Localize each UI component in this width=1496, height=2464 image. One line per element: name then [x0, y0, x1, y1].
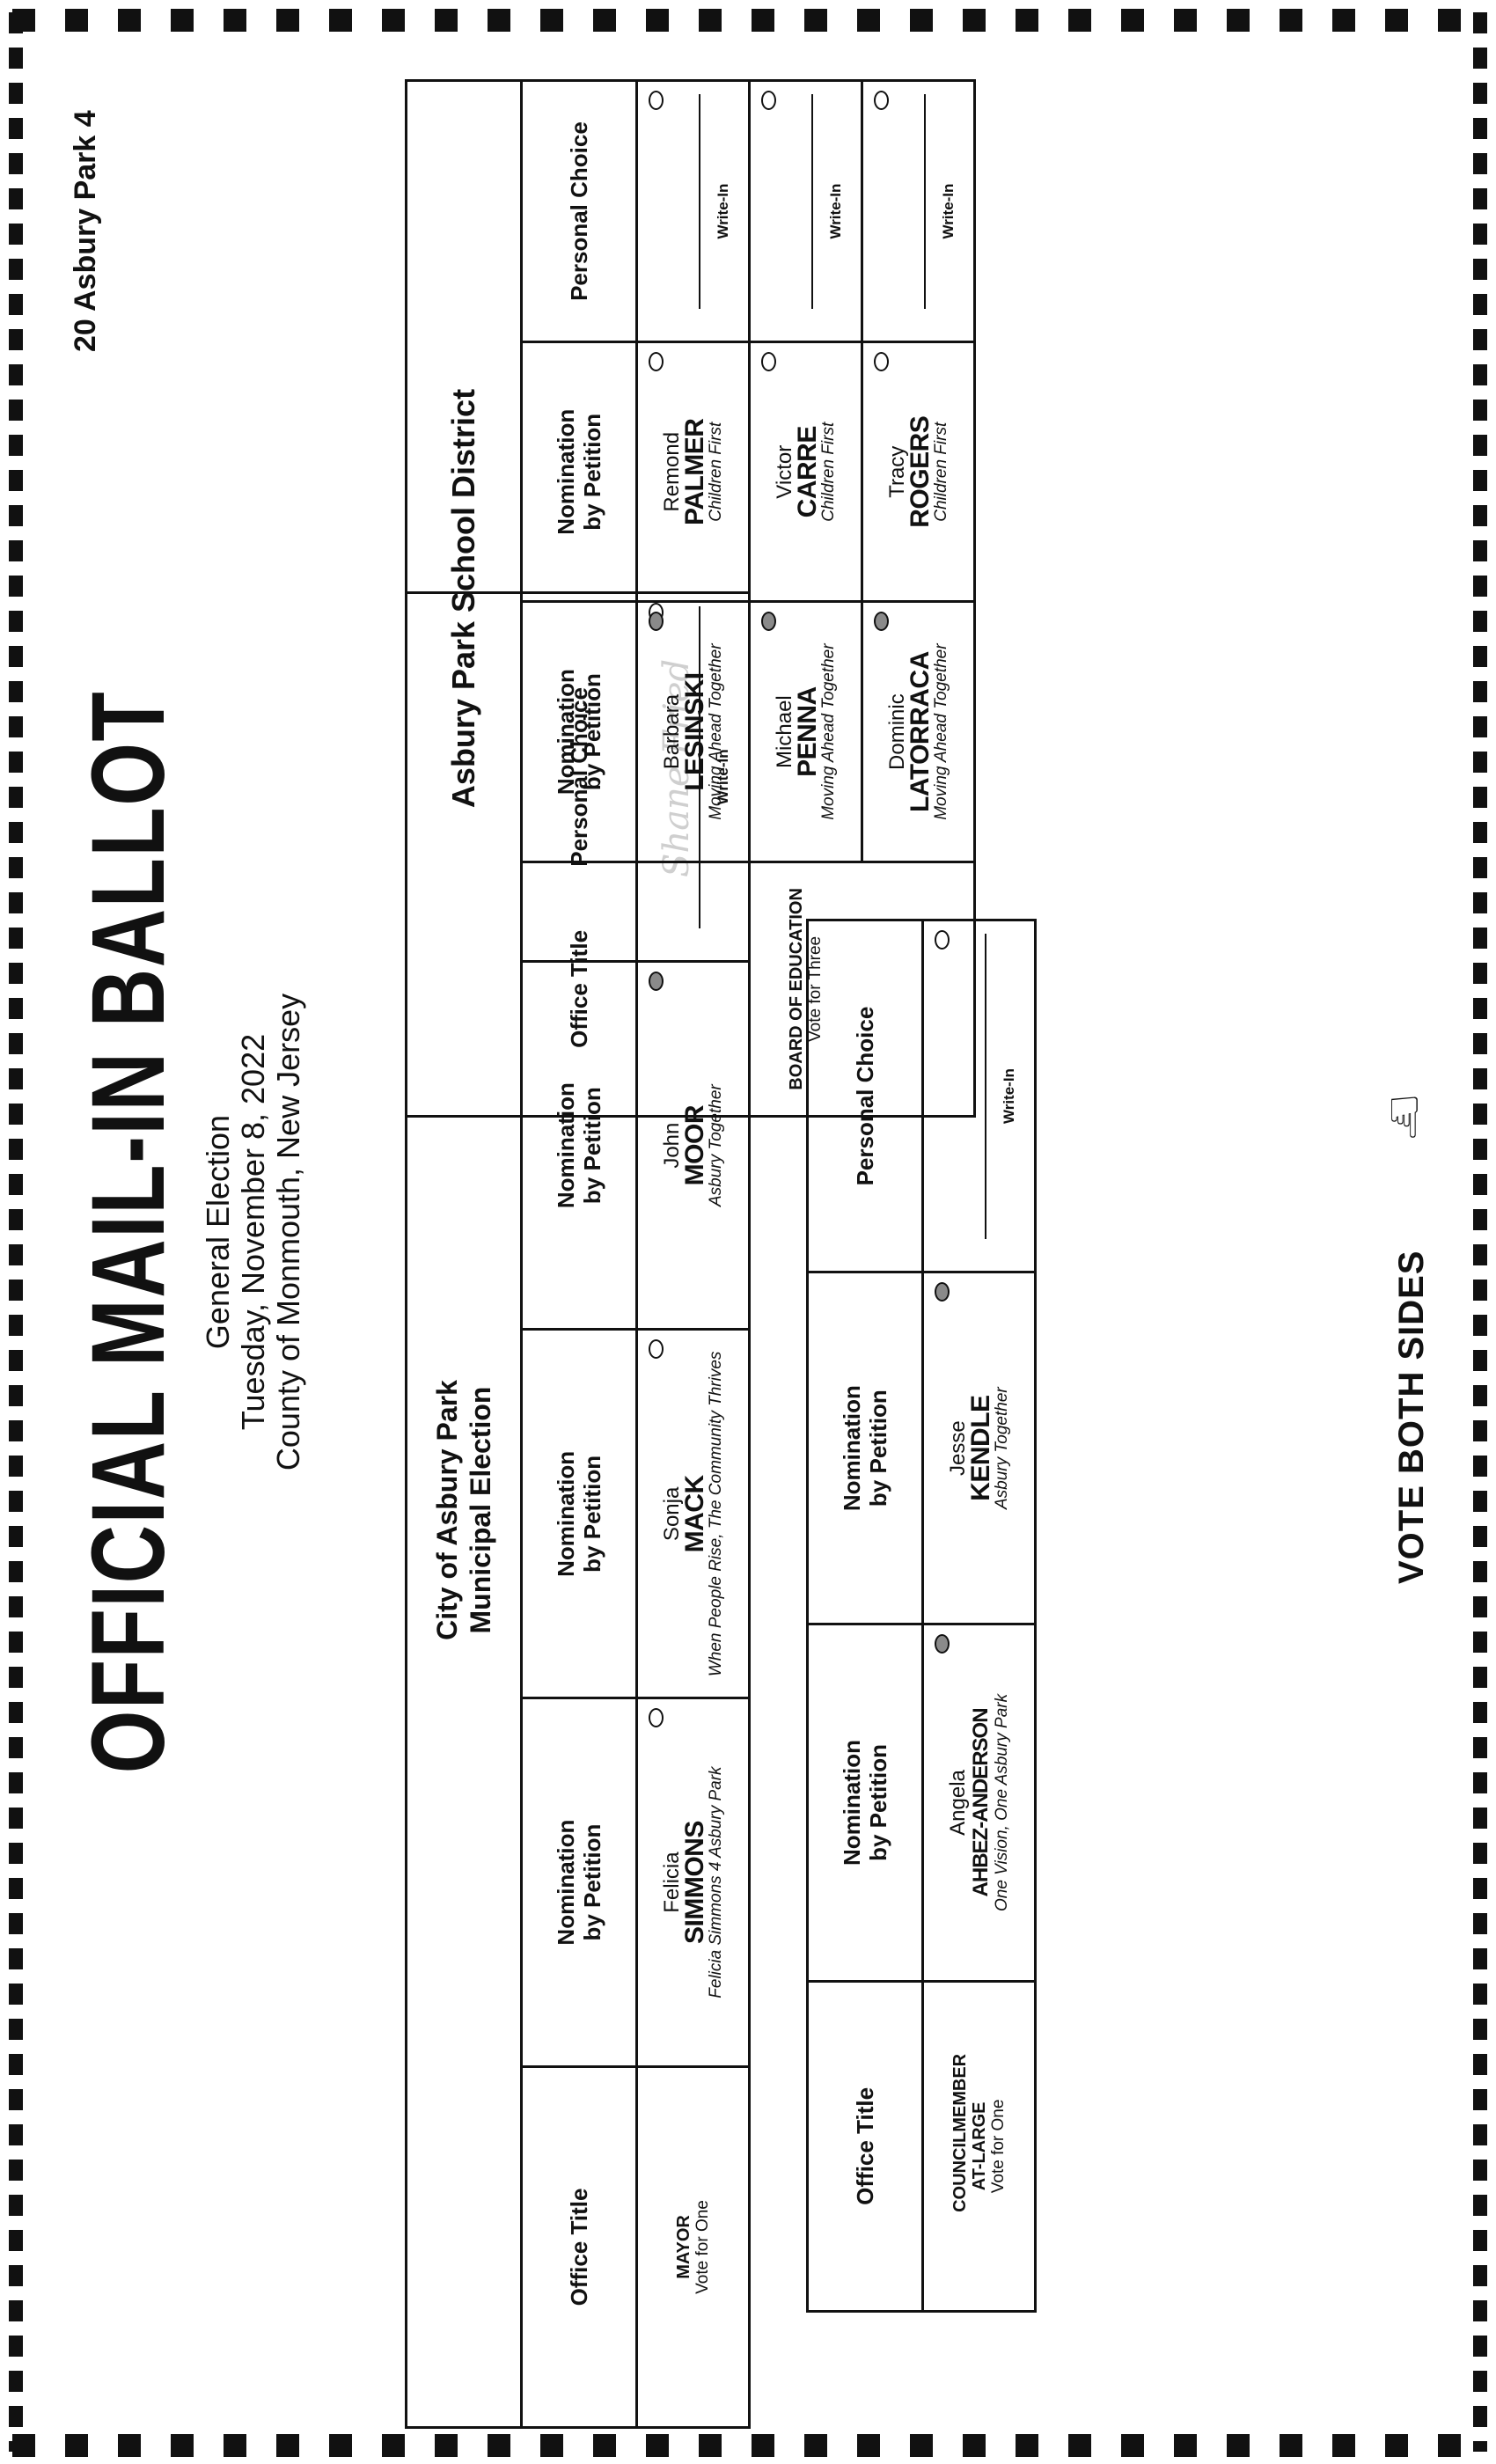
vote-oval-filled[interactable]	[935, 1634, 950, 1654]
candidate-mack[interactable]: Sonja MACK When People Rise, The Communi…	[636, 1330, 750, 1698]
vote-oval[interactable]	[761, 91, 776, 110]
candidate-palmer[interactable]: Remond PALMER Children First	[636, 341, 750, 602]
write-in-line[interactable]	[811, 94, 813, 310]
vote-oval-filled[interactable]	[935, 1282, 950, 1302]
vote-oval[interactable]	[649, 352, 664, 372]
col-nomination: Nomination by Petition	[521, 341, 637, 602]
col-nomination: Nomination by Petition	[807, 1272, 923, 1624]
pointing-hand-icon: ☟	[1387, 1086, 1422, 1150]
col-office-title: Office Title	[521, 2066, 637, 2428]
school-contest-table: Asbury Park School District Office Title…	[405, 79, 976, 1118]
candidate-carre[interactable]: Victor CARRE Children First	[749, 341, 862, 602]
office-councilmember: COUNCILMEMBER AT-LARGE Vote for One	[922, 1981, 1036, 2312]
write-in-label: Write-In	[940, 183, 957, 239]
write-in-label: Write-In	[827, 183, 844, 239]
candidate-lesinski[interactable]: Barbara LESINSKI Moving Ahead Together	[636, 601, 750, 862]
vote-both-sides-notice: VOTE BOTH SIDES	[1392, 1250, 1431, 1585]
col-office-title: Office Title	[807, 1981, 923, 2312]
col-office-title: Office Title	[521, 862, 637, 1117]
candidate-simmons[interactable]: Felicia SIMMONS Felicia Simmons 4 Asbury…	[636, 1698, 750, 2067]
candidate-ahbez-anderson[interactable]: Angela AHBEZ-ANDERSON One Vision, One As…	[922, 1624, 1036, 1982]
council-contest-table: Office Title Nomination by Petition Nomi…	[806, 919, 1037, 2313]
write-in-school-1[interactable]: Write-In	[636, 80, 750, 342]
vote-oval[interactable]	[874, 352, 889, 372]
school-heading: Asbury Park School District	[406, 80, 522, 1117]
timing-marks-bottom	[12, 2434, 1484, 2457]
office-board-of-education: BOARD OF EDUCATION Vote for Three	[636, 862, 975, 1117]
candidate-penna[interactable]: Michael PENNA Moving Ahead Together	[749, 601, 862, 862]
write-in-label: Write-In	[715, 183, 731, 239]
write-in-label: Write-In	[1001, 1068, 1017, 1125]
ballot-title: OFFICIAL MAIL-IN BALLOT	[70, 690, 187, 1774]
timing-marks-right	[1473, 12, 1487, 2452]
timing-marks-top	[12, 9, 1484, 32]
col-nomination: Nomination by Petition	[521, 601, 637, 862]
election-name: General Election	[200, 1114, 236, 1350]
write-in-line[interactable]	[699, 94, 700, 310]
col-personal-choice: Personal Choice	[521, 80, 637, 342]
col-nomination: Nomination by Petition	[521, 1698, 637, 2067]
vote-oval[interactable]	[649, 91, 664, 110]
col-nomination: Nomination by Petition	[521, 1330, 637, 1698]
candidate-latorraca[interactable]: Dominic LATORRACA Moving Ahead Together	[862, 601, 975, 862]
county-name: County of Monmouth, New Jersey	[270, 993, 306, 1471]
candidate-kendle[interactable]: Jesse KENDLE Asbury Together	[922, 1272, 1036, 1624]
election-date: Tuesday, November 8, 2022	[235, 1033, 271, 1431]
write-in-school-3[interactable]: Write-In	[862, 80, 975, 342]
candidate-rogers[interactable]: Tracy ROGERS Children First	[862, 341, 975, 602]
write-in-school-2[interactable]: Write-In	[749, 80, 862, 342]
vote-oval[interactable]	[761, 352, 776, 372]
office-mayor: MAYOR Vote for One	[636, 2066, 750, 2428]
write-in-line[interactable]	[985, 934, 986, 1240]
col-nomination: Nomination by Petition	[807, 1624, 923, 1982]
timing-marks-left	[9, 12, 23, 2452]
vote-oval[interactable]	[874, 91, 889, 110]
write-in-line[interactable]	[924, 94, 926, 310]
